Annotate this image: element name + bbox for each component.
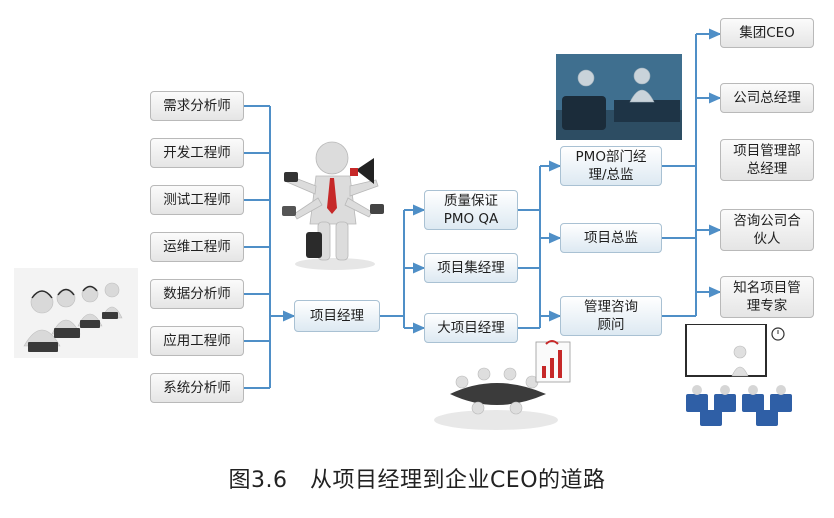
role-box-application-engineer: 应用工程师 [150,326,244,356]
level4-box-group-ceo: 集团CEO [720,18,814,48]
role-box-tester: 测试工程师 [150,185,244,215]
role-box-ops-engineer: 运维工程师 [150,232,244,262]
level2-box-qa: 质量保证 PMO QA [424,190,518,230]
multitasking-figure-illustration [282,141,384,270]
level4-box-consulting-partner: 咨询公司合 伙人 [720,209,814,251]
level4-box-general-manager: 公司总经理 [720,83,814,113]
role-box-systems-analyst: 系统分析师 [150,373,244,403]
call-center-illustration [14,268,138,358]
level4-box-pm-expert: 知名项目管 理专家 [720,276,814,318]
team-meeting-illustration [434,340,571,430]
classroom-presentation-illustration [685,324,792,426]
level3-box-project-director: 项目总监 [560,223,662,253]
office-meeting-illustration [556,54,682,140]
level2-box-program-manager: 项目集经理 [424,253,518,283]
level2-box-large-project-manager: 大项目经理 [424,313,518,343]
center-box-project-manager: 项目经理 [294,300,380,332]
figure-caption: 图3.6 从项目经理到企业CEO的道路 [228,468,606,493]
level4-box-pm-dept-gm: 项目管理部 总经理 [720,139,814,181]
role-box-data-analyst: 数据分析师 [150,279,244,309]
role-box-requirements-analyst: 需求分析师 [150,91,244,121]
role-box-developer: 开发工程师 [150,138,244,168]
level3-box-consultant: 管理咨询 顾问 [560,296,662,336]
level3-box-pmo-director: PMO部门经 理/总监 [560,146,662,186]
